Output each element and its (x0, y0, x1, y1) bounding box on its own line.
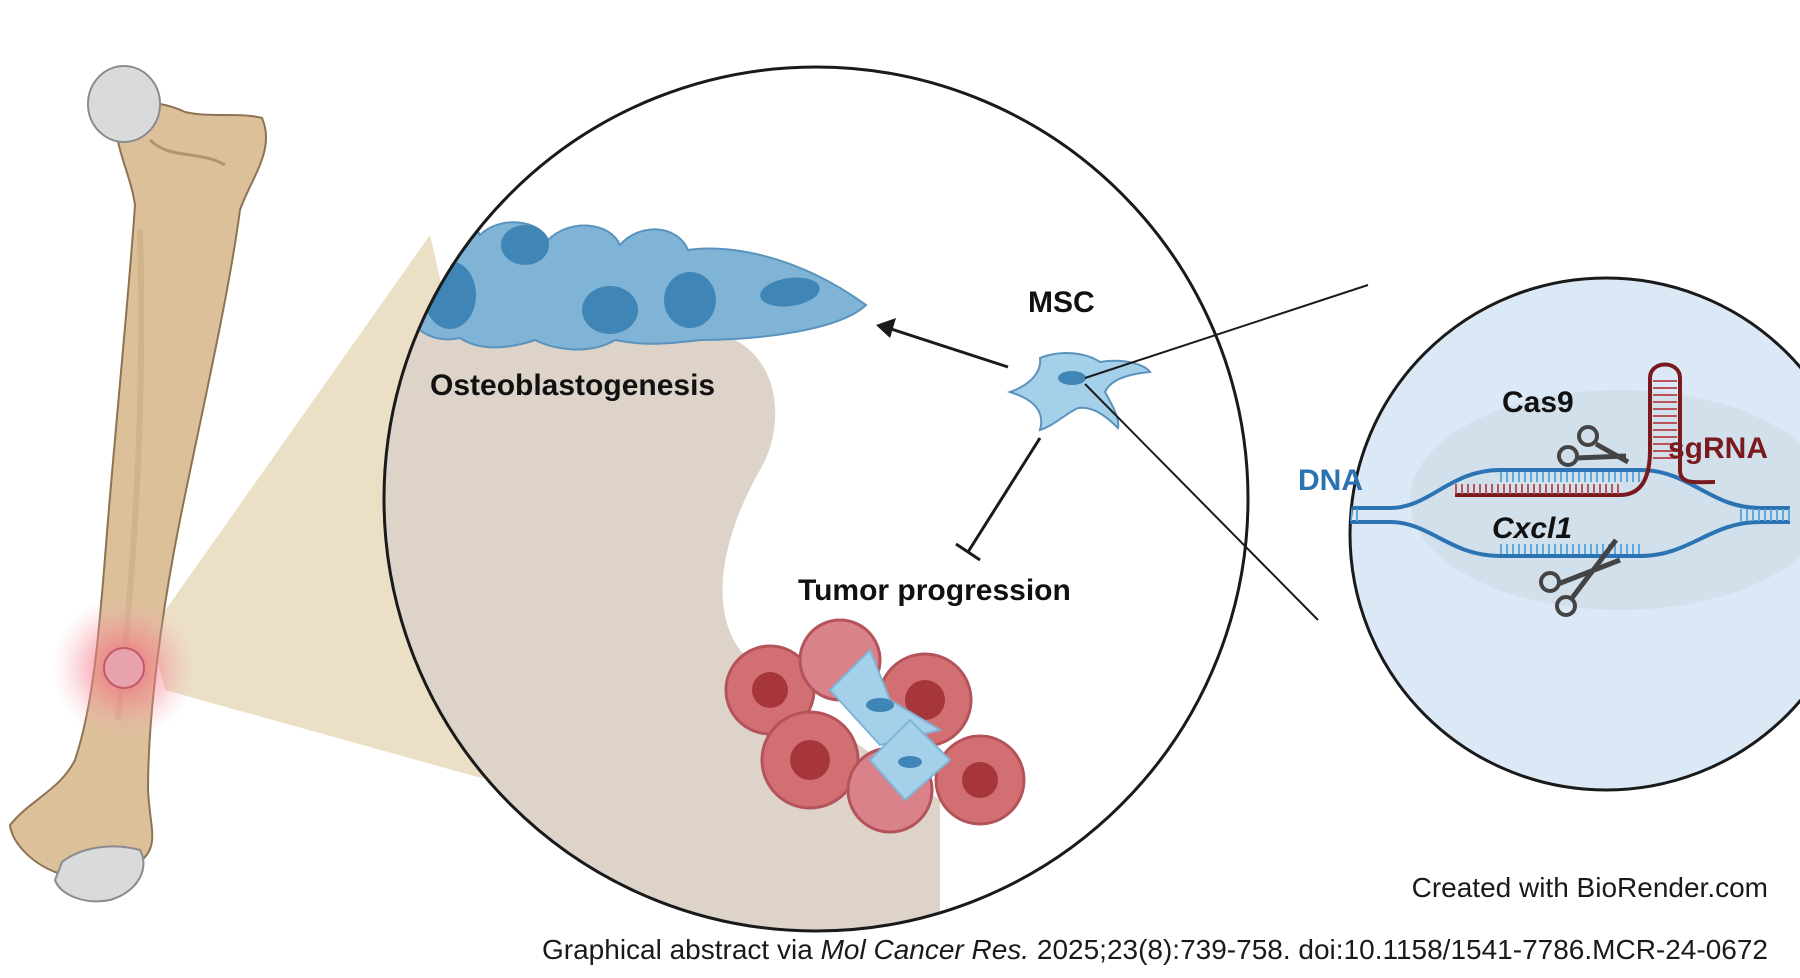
femur-bone (8, 65, 268, 903)
osteoblastogenesis-label: Osteoblastogenesis (430, 369, 715, 402)
sgrna-strand (1455, 362, 1716, 497)
cas9-label: Cas9 (1502, 386, 1574, 419)
gene-label: Cxcl1 (1492, 512, 1572, 545)
citation-journal: Mol Cancer Res. (820, 934, 1030, 965)
condyle-cartilage (53, 845, 145, 903)
msc-inhibits-tumor-line (966, 437, 1042, 553)
femoral-head-cartilage (87, 65, 161, 143)
bone-tumor (103, 647, 145, 689)
citation-prefix: Graphical abstract via (542, 934, 821, 965)
dna-double-helix (1350, 468, 1790, 558)
citation-credit: Graphical abstract via Mol Cancer Res. 2… (542, 934, 1768, 966)
zoom-circle-outline (382, 65, 1250, 933)
arrowhead (876, 318, 896, 338)
osteoblast-layer (398, 214, 868, 351)
sgrna-label: sgRNA (1668, 432, 1768, 465)
msc-to-osteoblast-arrow (887, 326, 1009, 369)
tumor-progression-label: Tumor progression (798, 574, 1071, 607)
dna-label: DNA (1298, 464, 1363, 497)
msc-cell (1006, 352, 1152, 432)
inhibition-bar (955, 542, 981, 562)
scissors-icon (1557, 425, 1630, 467)
tumor-cluster (724, 618, 1026, 834)
msc-label: MSC (1028, 286, 1095, 319)
citation-suffix: 2025;23(8):739-758. doi:10.1158/1541-778… (1029, 934, 1768, 965)
connector-top (1084, 284, 1369, 379)
connector-bottom (1084, 383, 1319, 621)
biorender-credit: Created with BioRender.com (1411, 872, 1768, 903)
scissors-icon (1539, 538, 1621, 617)
